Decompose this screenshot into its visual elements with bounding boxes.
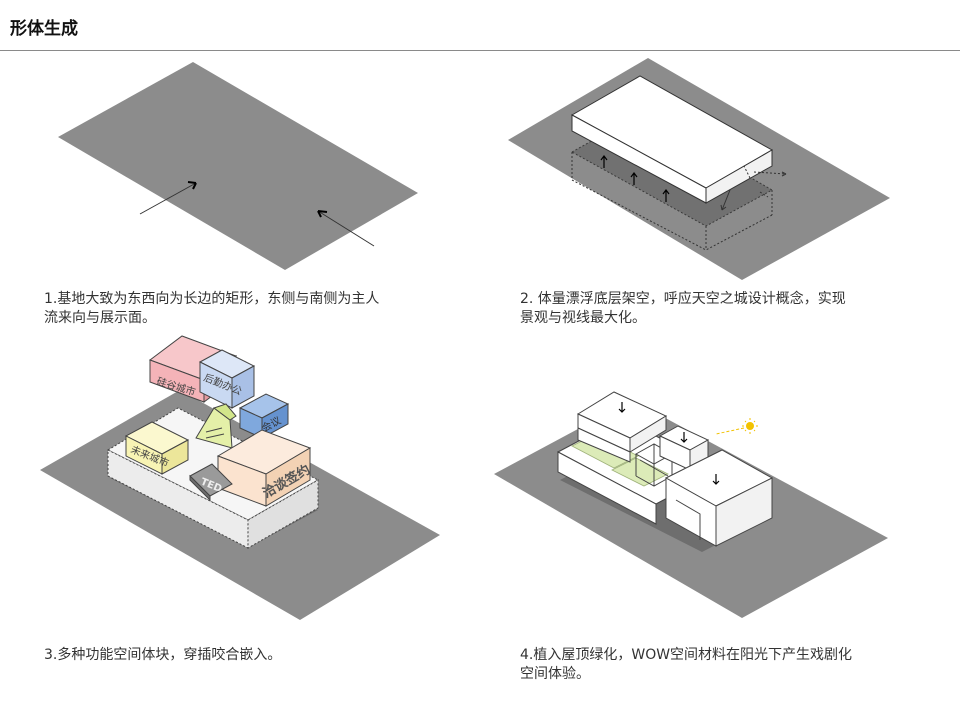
lift-arrow-icon bbox=[600, 155, 670, 202]
block-negotiation bbox=[216, 429, 312, 507]
header-divider bbox=[0, 50, 960, 51]
block-ted bbox=[189, 463, 233, 502]
diagram-functional-blocks: 硅谷城市 后勤办公 会议 未来城市 洽谈签约 TED bbox=[40, 335, 440, 620]
flow-arrow-east-icon bbox=[317, 210, 375, 247]
block-meeting bbox=[238, 393, 290, 439]
block-backoffice bbox=[198, 349, 256, 409]
view-arrow-icon bbox=[720, 165, 787, 211]
upper-box-east bbox=[664, 449, 774, 547]
diagram-green-roof bbox=[494, 391, 888, 618]
caption-step-3: 3.多种功能空间体块，穿插咬合嵌入。 bbox=[44, 647, 282, 663]
sun-icon bbox=[715, 418, 758, 435]
flow-arrow-south-icon bbox=[139, 181, 197, 215]
diagram-site bbox=[58, 62, 418, 270]
upper-box-west bbox=[576, 391, 668, 463]
diagram-floating-volume bbox=[508, 58, 890, 280]
block-future-city bbox=[124, 421, 190, 475]
caption-step-1: 1.基地大致为东西向为长边的矩形，东侧与南侧为主人 流来向与展示面。 bbox=[44, 291, 380, 326]
down-arrow-icon bbox=[618, 402, 720, 485]
block-green-wedge bbox=[195, 403, 237, 449]
page-title: 形体生成 bbox=[10, 19, 78, 39]
floating-box bbox=[570, 75, 774, 204]
caption-step-2: 2. 体量漂浮底层架空，呼应天空之城设计概念，实现 景观与视线最大化。 bbox=[520, 291, 846, 326]
site-ground bbox=[58, 62, 418, 270]
ghost-volume bbox=[570, 113, 774, 251]
caption-step-4: 4.植入屋顶绿化，WOW空间材料在阳光下产生戏剧化 空间体验。 bbox=[520, 647, 853, 682]
